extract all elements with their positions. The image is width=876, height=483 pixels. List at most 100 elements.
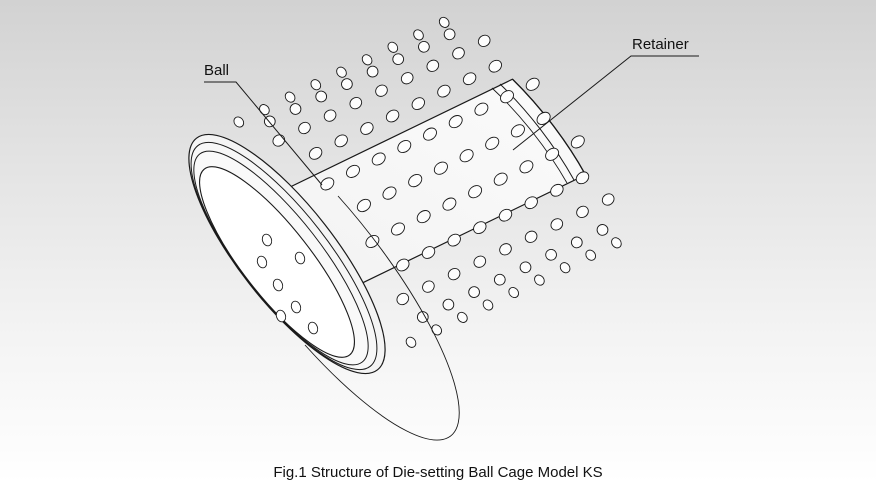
inner-hole-4 <box>307 321 319 335</box>
ball-hole-57 <box>474 102 489 116</box>
ball-hole-46 <box>433 161 448 175</box>
ball-hole-56 <box>448 115 463 129</box>
ball-hole-48 <box>485 136 500 150</box>
ball-leader-line <box>204 81 323 186</box>
inner-hole-5 <box>261 233 273 247</box>
ball-hole-32 <box>550 183 564 197</box>
ball-hole-36 <box>416 210 431 224</box>
ball-hole-51 <box>320 177 335 191</box>
ball-label: Ball <box>204 62 230 79</box>
ball-hole-53 <box>371 152 386 166</box>
ball-hole-43 <box>356 198 371 213</box>
inner-hole-3 <box>275 309 287 323</box>
ball-hole-7 <box>585 249 597 261</box>
ball-hole-21 <box>499 243 512 256</box>
ball-hole-59 <box>525 77 540 91</box>
inner-wall-edge <box>304 195 460 441</box>
ball-hole-15 <box>570 236 583 249</box>
ball-hole-20 <box>473 255 487 268</box>
ball-hole-16 <box>596 224 609 236</box>
ball-hole-30 <box>498 208 513 222</box>
ball-holes <box>233 16 622 348</box>
ball-hole-70 <box>323 109 337 122</box>
ball-hole-34 <box>365 234 380 249</box>
ball-hole-84 <box>443 28 456 41</box>
inner-hole-0 <box>256 255 268 269</box>
ball-hole-2 <box>457 311 468 323</box>
ball-hole-83 <box>418 40 430 53</box>
ball-hole-0 <box>405 336 417 348</box>
ball-hole-4 <box>508 286 520 299</box>
ball-hole-38 <box>468 185 483 199</box>
ball-hole-71 <box>349 96 363 110</box>
ball-hole-64 <box>411 97 425 110</box>
ball-hole-62 <box>360 122 374 135</box>
ball-hole-87 <box>284 91 296 103</box>
front-opening <box>199 166 355 358</box>
ball-hole-91 <box>387 41 399 53</box>
retainer-leader-line <box>512 55 699 151</box>
ball-hole-69 <box>298 121 311 135</box>
ball-hole-76 <box>477 34 491 48</box>
ball-hole-85 <box>233 116 245 128</box>
ball-hole-88 <box>310 79 322 91</box>
ball-hole-68 <box>272 134 286 147</box>
ball-hole-54 <box>397 139 412 154</box>
ball-hole-73 <box>400 72 414 85</box>
ball-hole-44 <box>382 186 397 200</box>
ball-hole-74 <box>426 59 440 72</box>
ball-hole-13 <box>519 261 532 274</box>
ball-hole-18 <box>422 280 435 293</box>
ball-hole-63 <box>385 109 400 123</box>
inner-hole-6 <box>294 251 306 265</box>
ball-hole-8 <box>611 237 622 249</box>
ball-hole-81 <box>366 65 379 78</box>
ball-hole-47 <box>459 149 474 163</box>
ball-hole-10 <box>442 298 455 311</box>
figure-caption: Fig.1 Structure of Die-setting Ball Cage… <box>273 464 603 481</box>
ball-hole-35 <box>391 222 405 236</box>
inner-hole-1 <box>272 278 284 292</box>
ball-hole-23 <box>550 218 564 231</box>
ball-hole-33 <box>575 171 590 185</box>
ball-hole-41 <box>545 147 560 161</box>
ball-hole-19 <box>447 267 461 281</box>
ball-hole-89 <box>336 66 347 78</box>
ball-hole-93 <box>438 16 450 28</box>
ball-hole-80 <box>341 78 353 90</box>
ball-hole-9 <box>416 311 429 323</box>
ball-hole-79 <box>315 90 328 103</box>
ball-hole-14 <box>545 248 557 261</box>
ball-hole-22 <box>524 230 538 243</box>
ball-hole-65 <box>437 84 451 98</box>
ball-hole-90 <box>361 54 373 66</box>
ball-hole-31 <box>524 196 538 210</box>
ball-hole-60 <box>308 147 323 160</box>
ball-hole-82 <box>392 53 405 66</box>
ball-hole-40 <box>519 160 534 174</box>
ball-hole-58 <box>500 90 514 104</box>
ball-hole-52 <box>346 164 360 178</box>
ball-hole-3 <box>482 299 494 311</box>
ball-hole-49 <box>510 124 525 138</box>
inner-hole-2 <box>290 300 302 314</box>
ball-hole-25 <box>601 193 615 206</box>
ball-hole-37 <box>442 197 457 211</box>
ball-hole-39 <box>493 172 508 186</box>
ball-hole-27 <box>421 246 436 259</box>
ball-hole-17 <box>396 292 410 306</box>
ball-hole-92 <box>413 29 424 41</box>
ball-hole-61 <box>334 134 348 148</box>
ball-hole-26 <box>396 258 410 272</box>
ball-hole-75 <box>452 47 465 60</box>
inner-ball-holes <box>256 233 319 335</box>
ball-hole-29 <box>473 221 487 234</box>
ball-hole-5 <box>534 274 545 286</box>
ball-hole-11 <box>468 286 480 298</box>
back-rim-outer <box>512 78 587 176</box>
ball-hole-66 <box>462 72 477 86</box>
ball-hole-55 <box>423 127 437 141</box>
ball-hole-45 <box>408 174 423 188</box>
retainer-label: Retainer <box>632 36 689 53</box>
